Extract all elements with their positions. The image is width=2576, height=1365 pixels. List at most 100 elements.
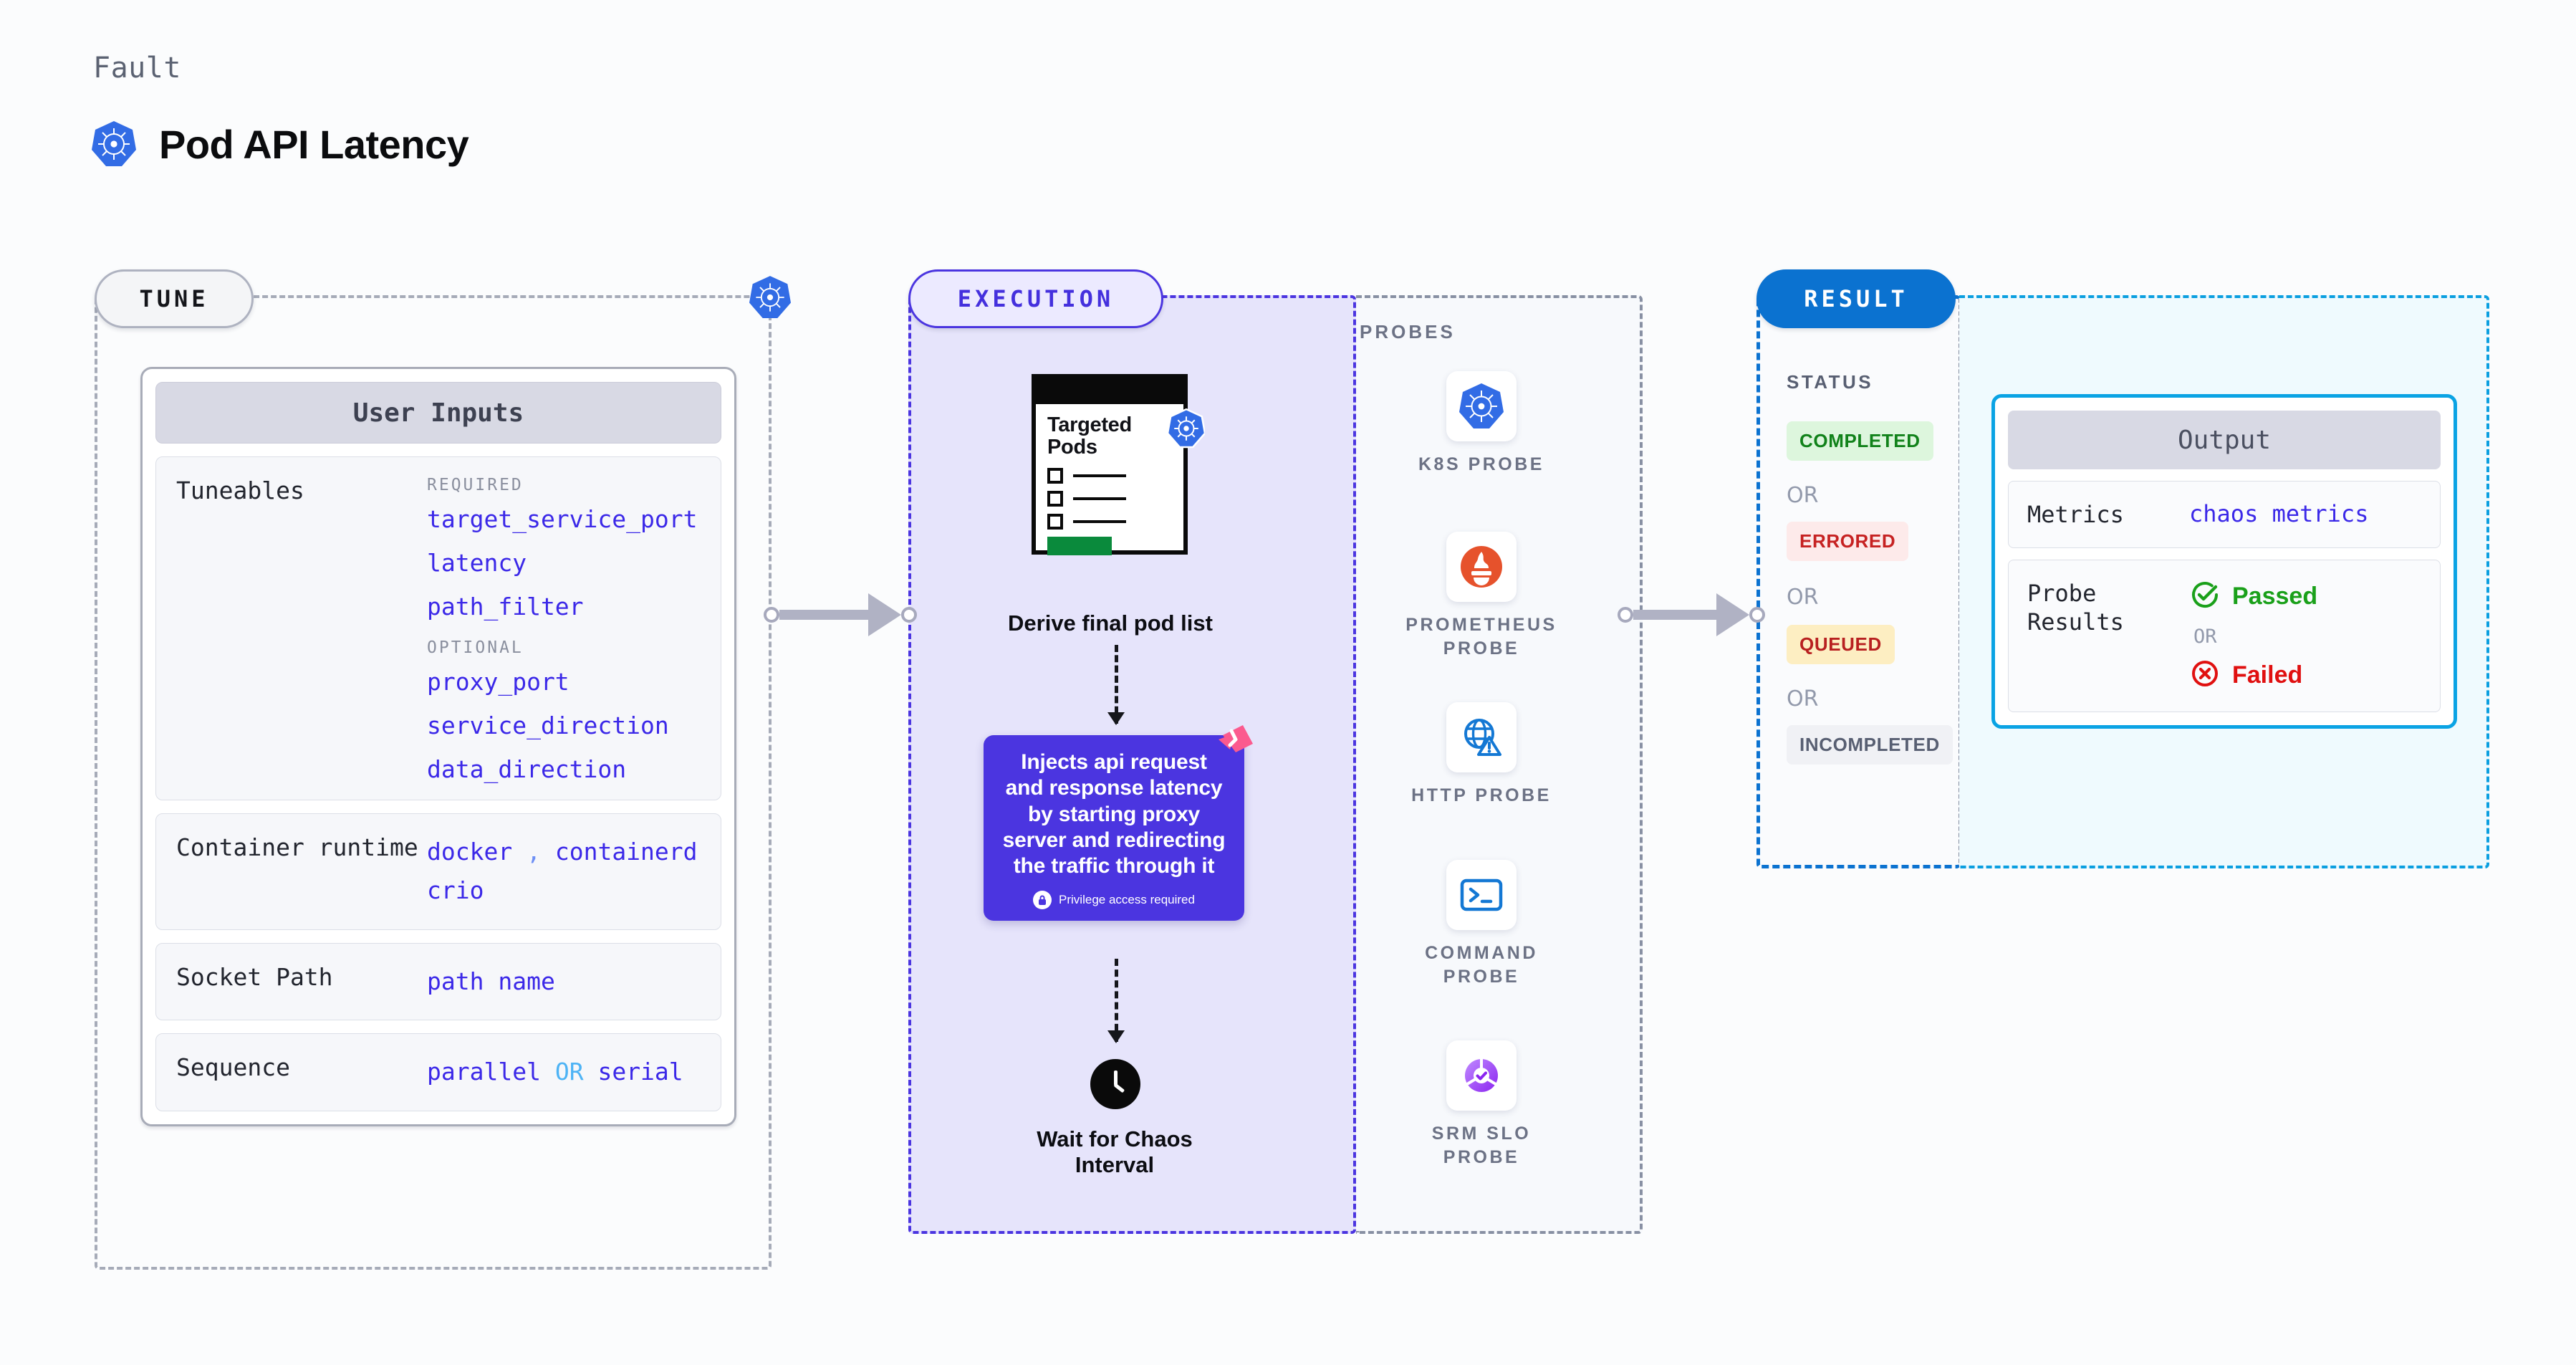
x-circle-icon (2189, 658, 2221, 693)
result-status-zone (1756, 295, 1961, 868)
probe-result-failed: Failed (2189, 658, 2317, 693)
runtime-value[interactable]: crio (427, 876, 484, 905)
lock-icon (1033, 891, 1052, 910)
socket-path-section: Socket Path path name (155, 942, 721, 1021)
runtime-value[interactable]: docker (427, 838, 513, 866)
tuneable-item[interactable]: target_service_port (427, 505, 698, 533)
placeholder-line (1073, 519, 1126, 523)
page-kicker: Fault (93, 52, 181, 85)
tuneable-item[interactable]: path_filter (427, 593, 584, 621)
socket-path-values: path name (427, 962, 701, 1001)
sequence-section: Sequence parallel OR serial (155, 1033, 721, 1111)
output-title: Output (2008, 411, 2441, 469)
probe-label: PROMETHEUS (1405, 615, 1557, 635)
http-globe-warning-icon (1446, 702, 1517, 772)
user-inputs-title: User Inputs (155, 382, 721, 444)
litmus-logo-icon (1214, 724, 1254, 765)
connector-dot-start (764, 607, 779, 623)
sequence-value-serial[interactable]: serial (597, 1058, 683, 1086)
connector-tune-to-execution (764, 593, 917, 636)
list-item (1047, 467, 1172, 484)
connector-line (1633, 610, 1719, 620)
status-or-label: OR (1787, 585, 1819, 610)
runtime-separator: , (527, 838, 541, 866)
container-runtime-label: Container runtime (176, 833, 418, 861)
probe-k8s[interactable]: K8S PROBE (1388, 371, 1575, 476)
flow-arrow-derive-to-inject (1107, 645, 1125, 725)
inject-fault-card: Injects api request and response latency… (984, 725, 1253, 921)
wait-caption-line2: Interval (1075, 1152, 1155, 1178)
optional-group-label: OPTIONAL (427, 638, 524, 657)
tuneable-item[interactable]: data_direction (427, 755, 627, 783)
socket-path-label: Socket Path (176, 962, 333, 991)
page-title: Pod API Latency (159, 121, 469, 167)
wait-interval-caption: Wait for Chaos Interval (971, 1126, 1258, 1179)
user-inputs-card: User Inputs Tuneables REQUIRED target_se… (140, 367, 736, 1126)
list-item (1047, 490, 1172, 507)
metrics-value[interactable]: chaos metrics (2189, 500, 2369, 527)
probe-result-failed-label: Failed (2232, 661, 2303, 689)
metrics-section: Metrics chaos metrics (2008, 481, 2441, 548)
document-title-bar (1036, 378, 1183, 404)
sequence-or-label: OR (554, 1058, 584, 1086)
container-runtime-section: Container runtime docker , containerd cr… (155, 813, 721, 930)
container-runtime-values: docker , containerd crio (427, 833, 701, 911)
section-pill-result[interactable]: RESULT (1756, 269, 1956, 328)
tune-zone (95, 295, 772, 1270)
status-or-label: OR (1787, 686, 1819, 712)
checkbox-icon (1047, 490, 1063, 507)
sequence-label: Sequence (176, 1053, 290, 1082)
sequence-value-parallel[interactable]: parallel (427, 1058, 541, 1086)
privilege-note: Privilege access required (999, 891, 1229, 910)
connector-dot-start (1618, 607, 1633, 623)
kubernetes-boundary-badge-icon (749, 275, 791, 323)
prometheus-icon (1446, 532, 1517, 602)
probe-label-line2: PROBE (1443, 638, 1520, 658)
connector-dot-end (1749, 607, 1765, 623)
probe-command[interactable]: COMMAND PROBE (1388, 860, 1575, 989)
tuneables-values: REQUIRED target_service_port latency pat… (427, 476, 701, 781)
terminal-icon (1446, 860, 1517, 930)
status-badge-queued: QUEUED (1787, 625, 1895, 664)
tuneables-label: Tuneables (176, 476, 304, 504)
probe-results-or-label: OR (2193, 626, 2217, 648)
probe-label-line2: PROBE (1443, 967, 1520, 987)
connector-arrowhead (868, 593, 901, 636)
kubernetes-icon (92, 120, 136, 168)
status-bar-green (1047, 536, 1112, 555)
tuneable-item[interactable]: proxy_port (427, 668, 569, 696)
metrics-label: Metrics (2027, 501, 2124, 528)
probe-label: SRM SLO (1431, 1124, 1532, 1144)
probe-prometheus[interactable]: PROMETHEUS PROBE (1388, 532, 1575, 661)
socket-path-value[interactable]: path name (427, 967, 555, 995)
probe-label-line2: PROBE (1443, 1147, 1520, 1167)
status-badge-completed: COMPLETED (1787, 421, 1933, 461)
connector-arrowhead (1716, 593, 1749, 636)
status-badge-errored: ERRORED (1787, 522, 1909, 561)
tuneables-section: Tuneables REQUIRED target_service_port l… (155, 456, 721, 800)
flow-arrow-inject-to-wait (1107, 959, 1125, 1043)
kubernetes-icon (1166, 408, 1206, 452)
derive-pod-list-caption: Derive final pod list (1008, 610, 1213, 636)
probes-title: PROBES (1360, 321, 1456, 343)
placeholder-line (1073, 497, 1126, 500)
probe-label: K8S PROBE (1418, 454, 1544, 474)
targeted-pods-title-line2: Pods (1047, 436, 1097, 459)
wait-caption-line1: Wait for Chaos (1037, 1126, 1193, 1151)
connector-line (779, 610, 871, 620)
sequence-values: parallel OR serial (427, 1053, 701, 1091)
probe-srm-slo[interactable]: SRM SLO PROBE (1388, 1040, 1575, 1169)
inject-description: Injects api request and response latency… (1002, 750, 1226, 878)
list-item (1047, 513, 1172, 530)
tuneable-item[interactable]: service_direction (427, 712, 669, 739)
targeted-pods-document: Targeted Pods (1032, 374, 1188, 555)
tuneable-item[interactable]: latency (427, 549, 527, 577)
pod-checklist (1047, 467, 1172, 530)
runtime-value[interactable]: containerd (554, 838, 698, 866)
section-pill-tune[interactable]: TUNE (95, 269, 254, 328)
section-pill-execution[interactable]: EXECUTION (908, 269, 1163, 328)
checkbox-icon (1047, 513, 1063, 530)
probe-http[interactable]: HTTP PROBE (1388, 702, 1575, 808)
status-title: STATUS (1787, 371, 1874, 393)
placeholder-line (1073, 474, 1126, 477)
